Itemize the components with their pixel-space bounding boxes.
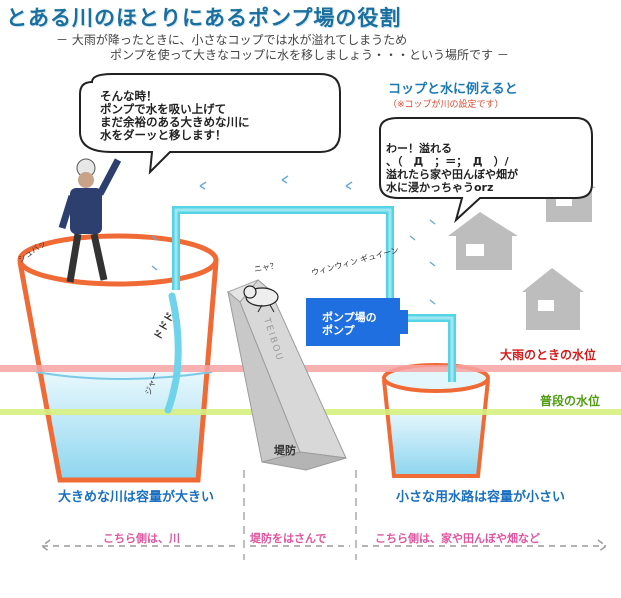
flood-level-line [0,365,621,372]
speech-bubble-worker [79,73,341,175]
pump-label: ポンプ場の ポンプ [322,311,377,337]
cat-figure [243,285,279,313]
speech-houses-line: わー！溢れる [386,142,452,155]
pump-body [306,298,400,346]
house-1 [448,212,518,270]
speech-bubble-houses [379,117,593,224]
big-cup-caption: 大きめな川は容量が大きい [58,490,215,505]
footer-right: こちら側は、家や田んぼや畑など [375,532,540,545]
normal-level-label: 普段の水位 [540,394,601,408]
levee-label: 堤防 [274,444,296,457]
section-dividers [243,470,357,560]
subtitle-line-2: ポンプを使って大きなコップに水を移しましょう・・・という場所です － [110,48,509,62]
footer-middle: 堤防をはさんで [250,532,327,545]
speech-text-houses: わー！溢れる 、（ Д ；＝； Д ）/ 溢れたら家や田んぼや畑が 水に浸かっち… [386,142,518,194]
speech-worker-line: 水をダーッと移します！ [100,128,227,142]
speech-worker-line: まだ余裕のある大きめな川に [100,115,250,129]
speech-houses-line: 溢れたら家や田んぼや畑が [386,168,518,181]
small-cup-water [388,410,485,474]
speech-worker-line: ポンプで水を吸い上げて [100,102,227,116]
pump-label-line: ポンプ [322,324,355,337]
flood-level-label: 大雨のときの水位 [500,348,597,362]
small-cup-caption: 小さな用水路は容量が小さい [396,490,566,505]
worker-figure [58,158,122,283]
speech-worker-line: そんな時！ [100,89,158,103]
water-splash [164,292,182,414]
small-cup-body [382,379,490,478]
legend-note: （※コップが川の設定です） [388,100,504,110]
legend-title: コップと水に例えると [388,82,518,97]
page-title: とある川のほとりにあるポンプ場の役割 [6,6,402,30]
rain-marks [151,175,436,305]
subtitle-line-1: － 大雨が降ったときに、小さなコップでは水が溢れてしまうため [56,33,408,47]
big-cup-water [36,372,212,478]
pump-label-line: ポンプ場の [322,311,377,324]
footer-arrows [40,539,608,553]
speech-text-worker: そんな時！ ポンプで水を吸い上げて まだ余裕のある大きめな川に 水をダーッと移し… [100,90,250,142]
house-3 [522,268,584,330]
speech-houses-line: 、（ Д ；＝； Д ）/ [386,155,509,168]
footer-left: こちら側は、川 [103,532,180,545]
big-cup-rim [17,233,219,287]
speech-houses-line: 水に浸かっちゃうorz [386,181,494,194]
